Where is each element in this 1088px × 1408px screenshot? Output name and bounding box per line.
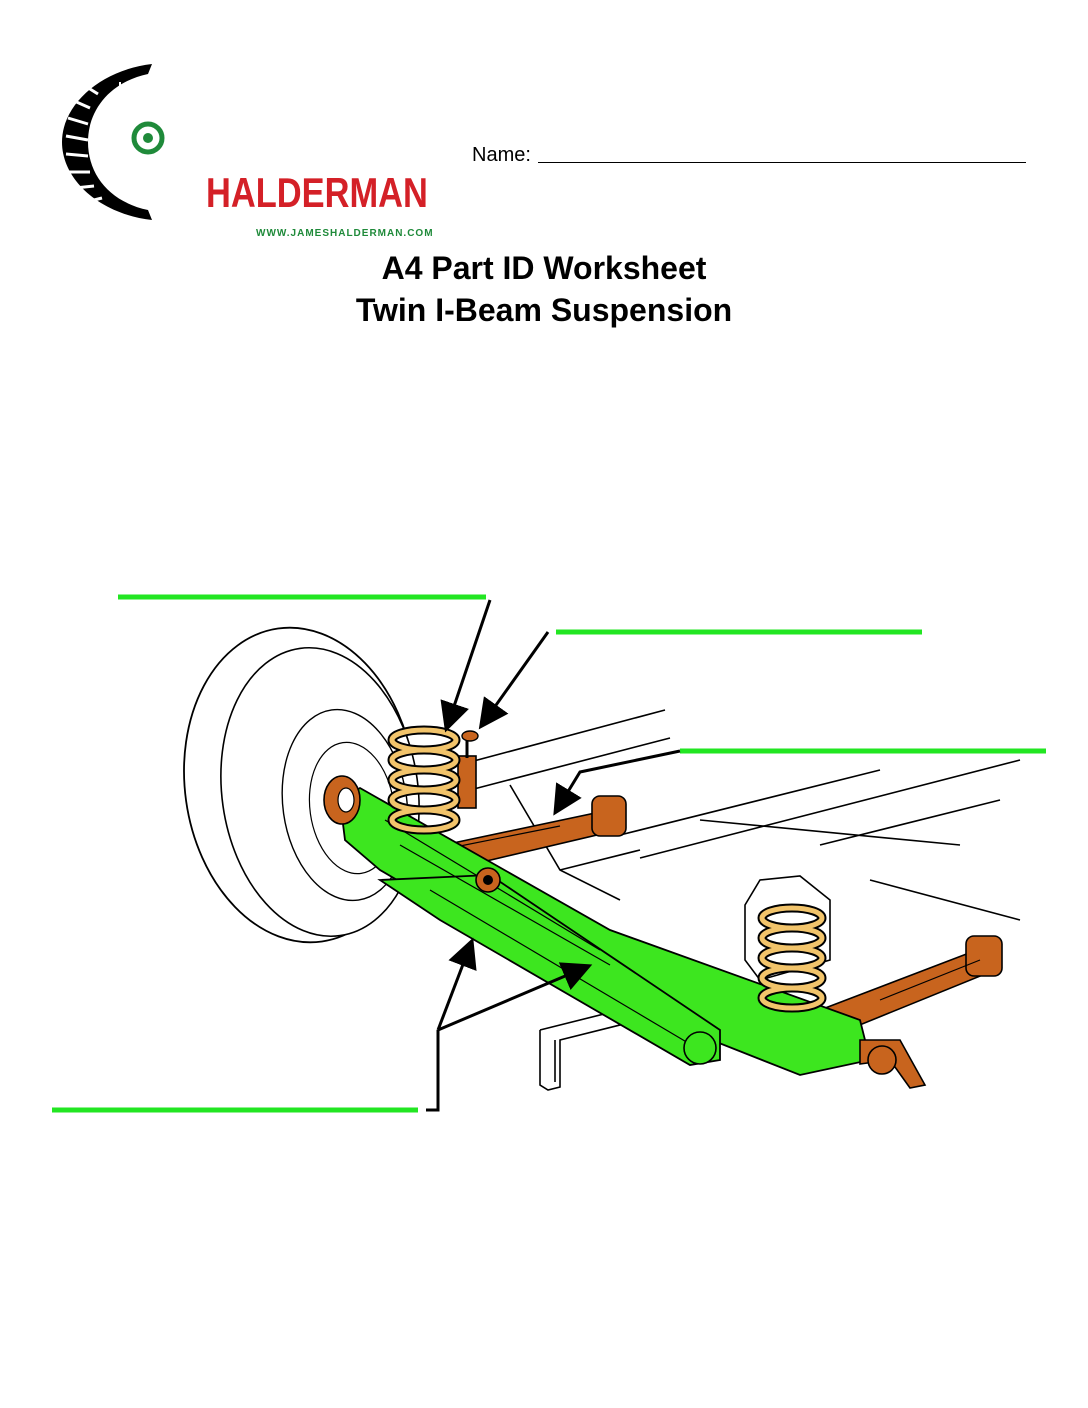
name-label: Name: [472,144,531,166]
leader-arrow-ibeam-1 [436,937,477,1031]
worksheet-subtitle: Twin I-Beam Suspension [355,292,733,328]
hub-left [323,775,361,825]
brand-name: HALDERMAN [206,169,428,216]
spindle-right [859,1039,927,1089]
name-blank-line[interactable] [538,162,1026,163]
tire-graphic-icon [62,64,165,220]
leader-arrow-radius-arm [553,749,681,816]
leader-arrow-ibeam-2 [437,962,593,1032]
leader-arrow-spring [440,599,492,733]
twin-i-beams [339,786,872,1076]
coil-spring-right [757,903,827,1013]
shock-absorber [457,730,479,809]
brand-url: WWW.JAMESHALDERMAN.COM [256,228,434,239]
suspension-diagram [0,560,1088,1120]
worksheet-title: A4 Part ID Worksheet [381,250,707,286]
halderman-logo: HALDERMAN WWW.JAMESHALDERMAN.COM [60,60,433,239]
coil-spring-left [387,725,461,835]
name-field[interactable]: Name: [472,144,1032,168]
leader-arrow-shock [478,631,550,730]
radius-arm-right [818,935,1003,1036]
leader-bracket-ibeam [426,1030,440,1112]
